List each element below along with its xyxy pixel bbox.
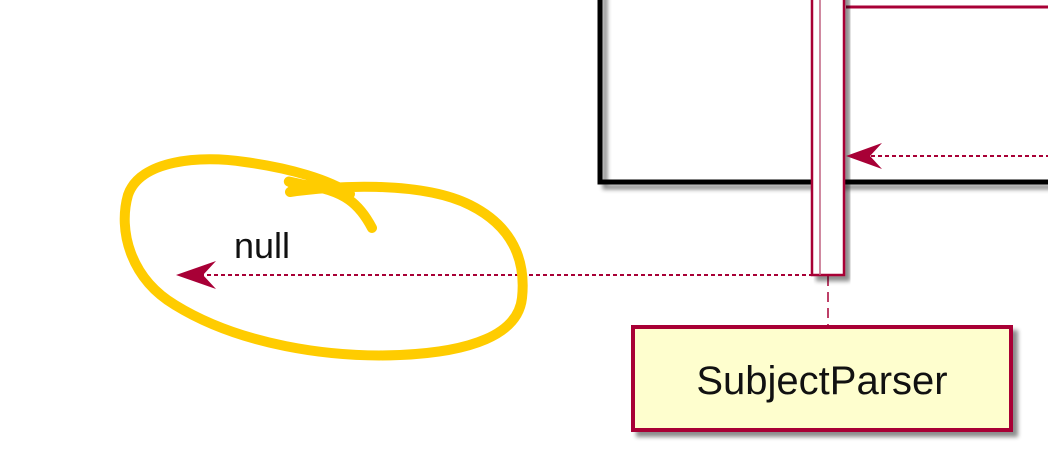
return-message-inner <box>846 143 1048 169</box>
arrowhead-null <box>176 261 216 289</box>
participant-box: SubjectParser <box>631 325 1013 432</box>
highlight-annotation <box>119 154 528 361</box>
arrowhead-inner <box>846 143 882 169</box>
return-message-label: null <box>234 225 290 266</box>
participant-label: SubjectParser <box>696 359 947 403</box>
activation-bar <box>810 0 846 277</box>
return-message-null: null <box>176 225 812 289</box>
